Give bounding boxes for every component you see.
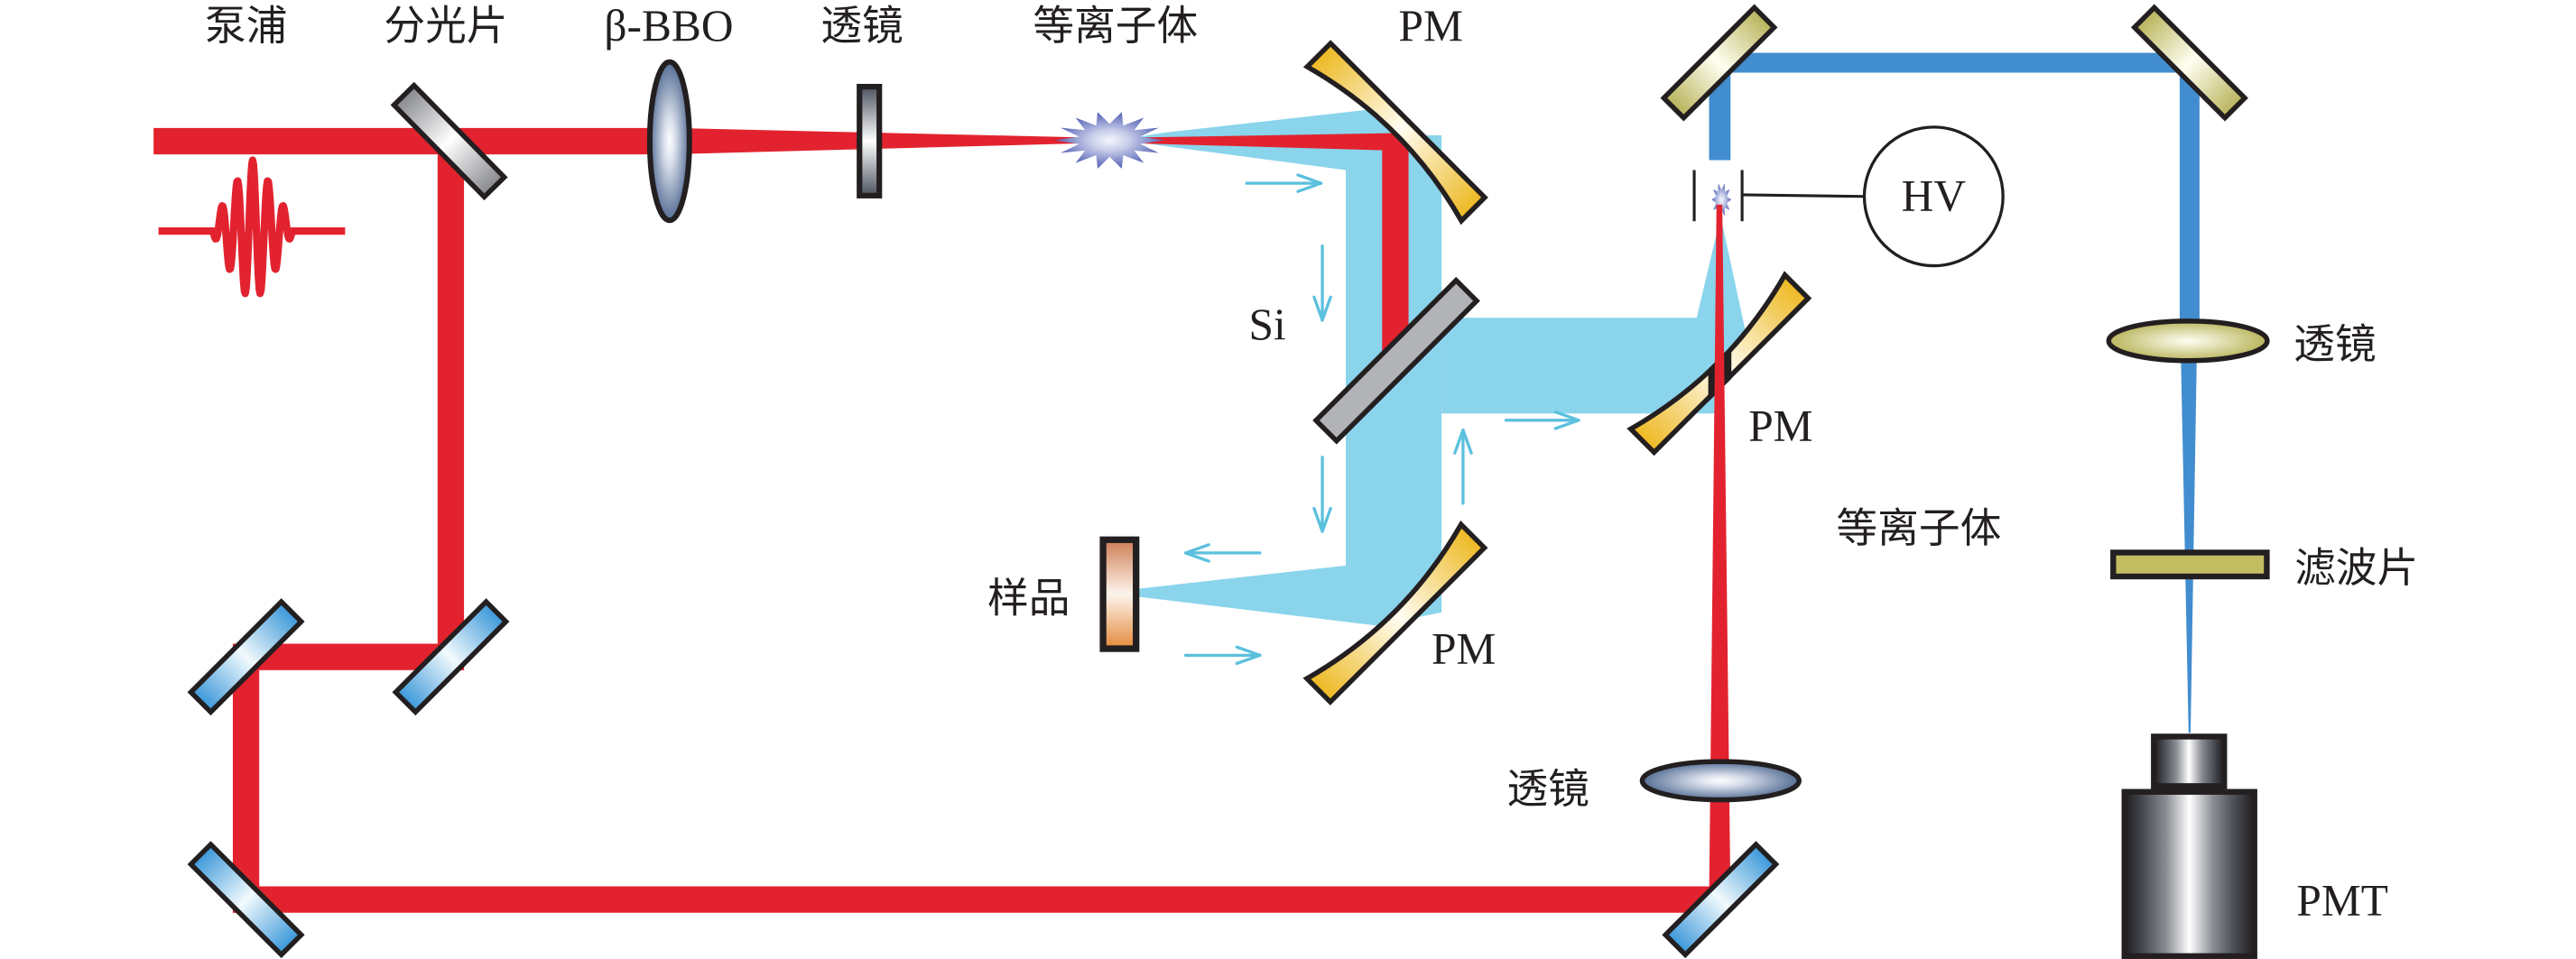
label-parabolic-mirror-right: PM: [1748, 401, 1812, 451]
mirror-probe-turn: [1662, 841, 1780, 959]
pump-pulse-icon: [155, 156, 348, 298]
sample: [1099, 536, 1140, 652]
label-bbo-crystal: β-BBO: [604, 1, 733, 51]
arrow-down-icon: [1312, 244, 1332, 322]
arrow-up-icon: [1453, 428, 1473, 505]
collection-lens: [2106, 318, 2270, 364]
label-pmt: PMT: [2296, 876, 2388, 926]
hv-wire: [1742, 193, 1865, 198]
probe-beam-segment-down: [437, 140, 465, 670]
arrow-right-icon: [1245, 173, 1323, 193]
label-silicon-wafer: Si: [1249, 300, 1286, 349]
label-collection-lens: 透镜: [2293, 321, 2376, 367]
label-probe-lens: 透镜: [1506, 766, 1589, 812]
probe-beam-segment-bottom: [232, 886, 1731, 913]
fluorescence-beam-down: [2179, 62, 2200, 340]
arrow-left-icon: [1183, 543, 1262, 563]
probe-beam-focused-up: [1709, 204, 1731, 900]
pmt-window: [2151, 733, 2228, 789]
bbo-crystal: [646, 59, 692, 224]
label-focusing-lens: 透镜: [820, 3, 903, 49]
label-filter: 滤波片: [2294, 545, 2418, 591]
thz-beam: [1123, 109, 1746, 626]
label-thz-plasma: 等离子体: [1033, 3, 1198, 49]
mirror-delay-upper-left: [187, 598, 305, 716]
parabolic-mirror-top: [1302, 40, 1488, 226]
pump-beam: [153, 127, 1731, 913]
pmt-body: [2121, 788, 2257, 959]
mirror-fluorescence-left: [1660, 4, 1778, 122]
mirror-delay-lower-left: [187, 841, 305, 959]
arrow-down-icon: [1312, 456, 1332, 533]
label-pump: 泵浦: [205, 3, 287, 49]
parabolic-mirror-bottom: [1302, 520, 1488, 705]
beam-splitter: [390, 81, 508, 201]
probe-lens: [1639, 759, 1802, 803]
label-sample: 样品: [987, 576, 1070, 622]
filter: [2110, 549, 2270, 580]
label-parabolic-mirror-top: PM: [1399, 1, 1463, 51]
hv-supply: [1862, 125, 2005, 268]
label-high-voltage: HV: [1902, 171, 1967, 220]
fluorescence-beam-across: [1719, 52, 2190, 73]
fluorescence-beam: [1709, 52, 2200, 733]
pump-beam-main: [153, 127, 1110, 155]
label-detection-plasma: 等离子体: [1836, 505, 2001, 551]
silicon-wafer: [1312, 276, 1480, 445]
arrow-right-icon: [1183, 645, 1262, 666]
arrow-right-icon: [1504, 410, 1580, 430]
mirror-fluorescence-right: [2130, 4, 2248, 122]
thz-beam-generation-path: [1123, 109, 1442, 626]
delay-mirrors: [187, 598, 1780, 959]
plasma-source-icon: [1055, 112, 1164, 169]
mirror-delay-upper-right: [392, 598, 510, 716]
focusing-lens: [857, 83, 883, 198]
label-beam-splitter: 分光片: [384, 3, 507, 49]
thz-beam-detection-path: [1441, 216, 1746, 414]
label-parabolic-mirror-bottom: PM: [1432, 624, 1496, 674]
thz-direction-arrows: [1183, 173, 1580, 666]
pmt-detector: [2121, 733, 2257, 959]
fluorescence-beam-focused: [2180, 339, 2198, 733]
labels: 泵浦 分光片 β-BBO 透镜 等离子体 PM Si 样品 PM PM HV 等…: [205, 1, 2418, 926]
